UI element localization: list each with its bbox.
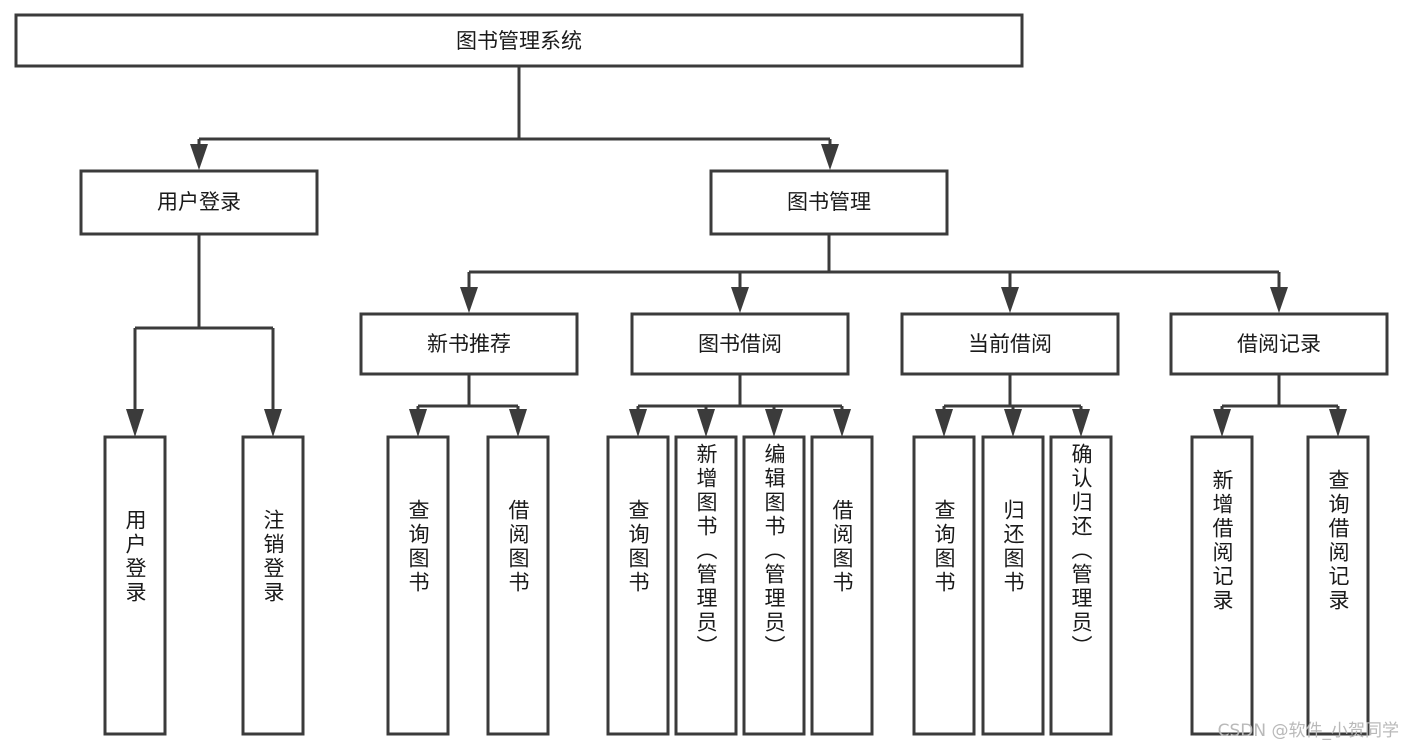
connector-borrow-record-to-leaves [1213, 374, 1347, 437]
node-root[interactable]: 图书管理系统 [14, 13, 1024, 68]
connector-book-borrow-to-leaves [629, 374, 851, 437]
connector-user-login-to-leaves [126, 234, 282, 437]
arrow-to-leaf-query-book-3 [935, 409, 953, 437]
arrow-to-leaf-query-book-2 [629, 409, 647, 437]
leaf-box-logout-login[interactable] [241, 435, 305, 736]
current-borrow-label: 当前借阅 [968, 332, 1052, 356]
leaf-box-query-book-1[interactable] [386, 435, 450, 736]
leaf-box-add-book[interactable] [674, 435, 738, 736]
arrow-to-leaf-return-book [1004, 409, 1022, 437]
arrow-to-leaf-edit-book [765, 409, 783, 437]
node-new-book-recommend[interactable]: 新书推荐 [359, 312, 579, 376]
leaf-box-add-record[interactable] [1190, 435, 1254, 736]
arrow-to-leaf-borrow-book-2 [833, 409, 851, 437]
new-book-recommend-label: 新书推荐 [427, 332, 511, 356]
node-borrow-record[interactable]: 借阅记录 [1169, 312, 1389, 376]
arrow-to-user-login [190, 144, 208, 170]
arrow-to-leaf-borrow-book-1 [509, 409, 527, 437]
leaf-box-query-book-2[interactable] [606, 435, 670, 736]
connector-new-book-recommend-to-leaves [409, 374, 527, 437]
new-book-recommend-box[interactable] [359, 312, 579, 376]
leaf-box-return-book[interactable] [981, 435, 1045, 736]
book-management-label: 图书管理 [787, 190, 871, 214]
current-borrow-box[interactable] [900, 312, 1120, 376]
connector-root-to-level2 [190, 66, 839, 170]
leaf-box-query-record[interactable] [1306, 435, 1370, 736]
arrow-to-borrow-record [1270, 287, 1288, 313]
root-label: 图书管理系统 [456, 29, 582, 53]
leaf-box-borrow-book-2[interactable] [810, 435, 874, 736]
leaf-box-confirm-return[interactable] [1049, 435, 1113, 736]
user-login-label: 用户登录 [157, 190, 241, 214]
book-borrow-label: 图书借阅 [698, 332, 782, 356]
arrow-to-leaf-query-book-1 [409, 409, 427, 437]
leaf-box-edit-book[interactable] [742, 435, 806, 736]
arrow-to-book-borrow [731, 287, 749, 313]
arrow-to-leaf-add-record [1213, 409, 1231, 437]
arrow-to-leaf-add-book [697, 409, 715, 437]
arrow-to-book-management [821, 144, 839, 170]
arrow-to-leaf-user-login [126, 409, 144, 437]
leaf-box-borrow-book-1[interactable] [486, 435, 550, 736]
leaf-box-user-login[interactable] [103, 435, 167, 736]
arrow-to-leaf-confirm-return [1072, 409, 1090, 437]
node-book-borrow[interactable]: 图书借阅 [630, 312, 850, 376]
arrow-to-leaf-query-record [1329, 409, 1347, 437]
connector-book-management-to-level3 [460, 234, 1288, 313]
leaf-box-query-book-3[interactable] [912, 435, 976, 736]
root-box[interactable] [14, 13, 1024, 68]
arrow-to-new-book-recommend [460, 287, 478, 313]
user-login-box[interactable] [79, 169, 319, 236]
node-user-login[interactable]: 用户登录 [79, 169, 319, 236]
arrow-to-leaf-logout-login [264, 409, 282, 437]
connector-current-borrow-to-leaves [935, 374, 1090, 437]
node-book-management[interactable]: 图书管理 [709, 169, 949, 236]
arrow-to-current-borrow [1001, 287, 1019, 313]
node-current-borrow[interactable]: 当前借阅 [900, 312, 1120, 376]
borrow-record-label: 借阅记录 [1237, 332, 1321, 356]
